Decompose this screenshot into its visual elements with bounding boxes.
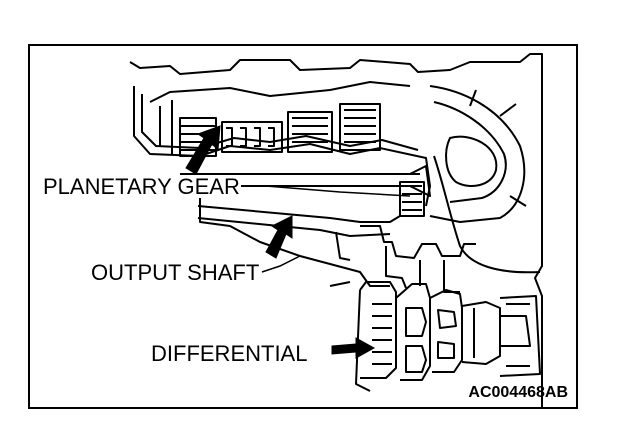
output-shaft-arrow: [265, 215, 293, 259]
upper-housing: [133, 86, 431, 207]
planetary-gear-arrow: [185, 125, 221, 175]
differential-arrow: [331, 337, 376, 359]
planetary-gear-set: [149, 81, 411, 157]
output-shaft-label: OUTPUT SHAFT: [90, 260, 261, 285]
planetary-gear-label: PLANETARY GEAR: [42, 174, 241, 199]
output-shaft-body: [197, 205, 401, 237]
figure-frame: PLANETARY GEAR OUTPUT SHAFT DIFFERENTIAL…: [28, 44, 578, 409]
transmission-case-outline: [129, 53, 543, 407]
differential-gear: [359, 281, 541, 381]
converter-housing: [429, 85, 527, 223]
figure-code: AC004468AB: [468, 384, 568, 401]
differential-label: DIFFERENTIAL: [150, 341, 309, 366]
transmission-cutaway-drawing: [129, 53, 543, 407]
